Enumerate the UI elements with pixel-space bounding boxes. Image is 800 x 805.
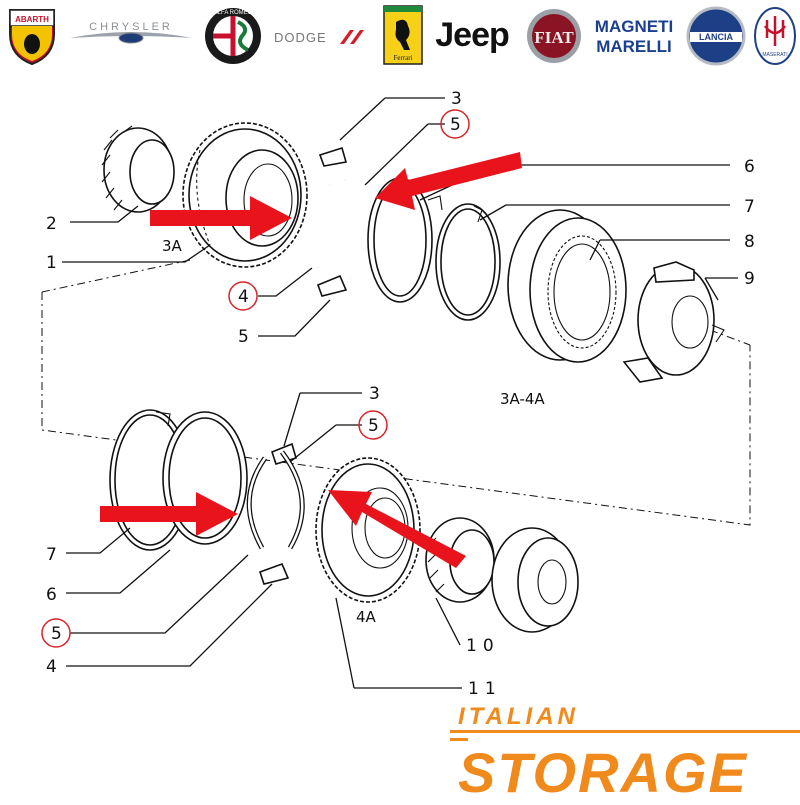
callout-labels: 3 5 6 7 2 8 9 1 4 5 3 5 7 6 5 4 10 11 3A… (46, 89, 755, 699)
highlight-arrows (100, 152, 522, 568)
callout-4-lower: 4 (46, 657, 57, 677)
callout-8: 8 (744, 232, 755, 252)
abarth-text: ABARTH (15, 15, 49, 24)
callout-2: 2 (46, 214, 57, 234)
storage-text: STORAGE (458, 741, 748, 800)
alfa-romeo-logo: ALFA ROMEO (200, 4, 266, 66)
key-3-upper (318, 146, 348, 167)
italian-storage-logo: ITALIAN STORAGE (450, 700, 800, 804)
callout-10: 10 (466, 636, 500, 656)
ferrari-text: Ferrari (393, 54, 412, 62)
callout-3-upper: 3 (451, 89, 462, 109)
synchro-ring-6-upper (367, 177, 443, 303)
sleeve-8 (507, 209, 627, 363)
ferrari-logo: Ferrari (380, 4, 426, 66)
callout-5-lower-ring: 5 (51, 624, 62, 644)
callout-3-lower: 3 (369, 384, 380, 404)
callout-7-lower: 7 (46, 545, 57, 565)
jeep-text: Jeep (435, 15, 509, 54)
callout-9: 9 (744, 269, 755, 289)
ball-bearing (491, 527, 579, 633)
key-5-upper (316, 274, 348, 297)
callout-4-upper: 4 (238, 287, 249, 307)
chrysler-logo: CHRYSLER (66, 4, 196, 66)
italian-text: ITALIAN (458, 703, 579, 730)
dodge-logo: DODGE (270, 4, 370, 66)
marelli-text: MARELLI (596, 37, 672, 56)
magneti-text: MAGNETI (595, 17, 673, 36)
needle-bearing-upper (101, 125, 175, 213)
fiat-text: FIAT (534, 28, 574, 47)
callout-7-upper: 7 (744, 197, 755, 217)
hub-9 (622, 261, 725, 383)
gear-3a (182, 122, 308, 268)
arrow-lower-right (328, 490, 466, 568)
key-4-lower (258, 562, 290, 585)
sublabel-3a-4a: 3A-4A (500, 390, 545, 408)
lancia-logo: LANCIA (684, 4, 748, 66)
leader-lines (62, 97, 738, 689)
sublabel-3a: 3A (162, 237, 183, 255)
arrow-upper-right (375, 152, 522, 210)
callout-5-upper: 5 (450, 115, 461, 135)
jeep-logo: Jeep (428, 4, 516, 66)
arrow-lower-left (100, 492, 238, 536)
circlip-7-upper (435, 203, 501, 321)
callout-5-upper-key: 5 (238, 327, 249, 347)
chrysler-text: CHRYSLER (89, 21, 173, 33)
callout-6-lower: 6 (46, 585, 57, 605)
fiat-logo: FIAT (524, 4, 584, 66)
assembly-boundary (41, 292, 751, 526)
sublabel-4a: 4A (356, 608, 377, 626)
magneti-marelli-logo: MAGNETI MARELLI (588, 4, 680, 66)
callout-5-lower: 5 (368, 416, 379, 436)
lancia-text: LANCIA (699, 32, 733, 42)
arrow-upper-left (150, 196, 292, 240)
callout-11: 11 (468, 679, 502, 699)
dodge-text: DODGE (274, 30, 327, 45)
alfa-romeo-text: ALFA ROMEO (214, 10, 253, 16)
abarth-logo: ABARTH (2, 4, 62, 66)
callout-1: 1 (46, 253, 57, 273)
maserati-text: MASERATI (762, 52, 787, 58)
maserati-logo: MASERATI (752, 4, 798, 66)
callout-6-upper: 6 (744, 157, 755, 177)
highlight-circles (41, 109, 470, 648)
